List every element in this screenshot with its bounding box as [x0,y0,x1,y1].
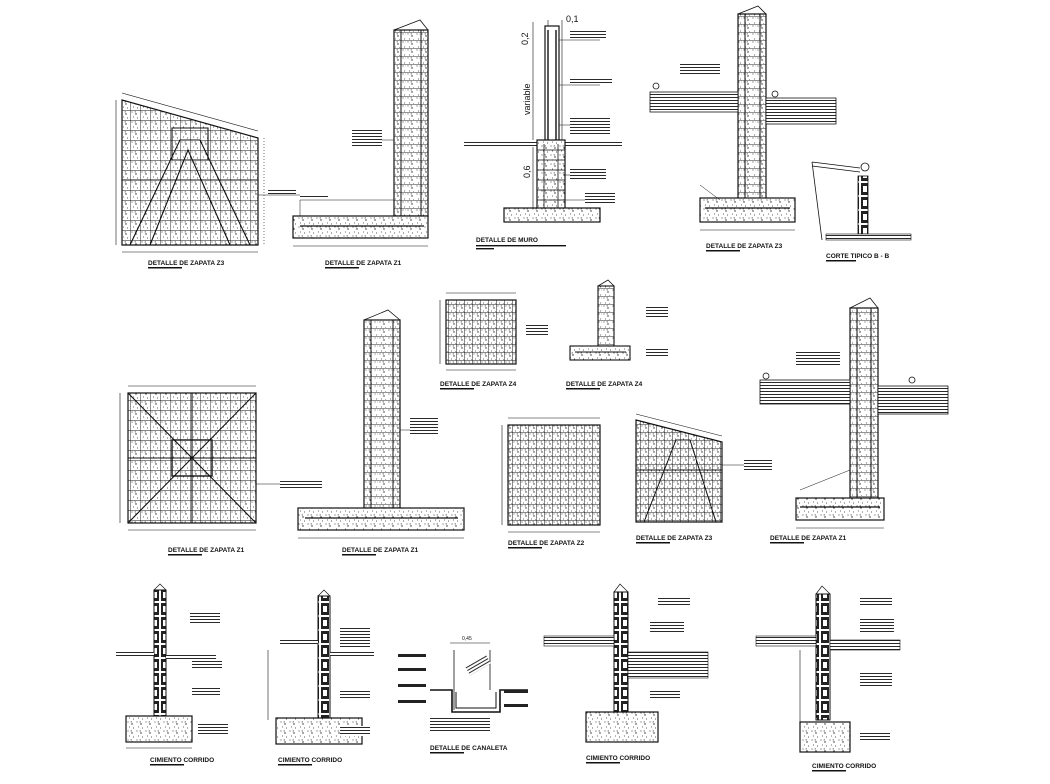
z1-plan-b: DETALLE DE ZAPATA Z1 [119,385,322,556]
z3-section-a: DETALLE DE ZAPATA Z3 [649,5,837,252]
cimiento-corrido-1: CIMIENTO CORRIDO [116,583,228,766]
cimiento-4-title: CIMIENTO CORRIDO [812,763,876,770]
z3-plan-b: DETALLE DE ZAPATA Z3 [635,413,772,544]
dim-045: 0,45 [462,636,472,642]
cimiento-2-title: CIMIENTO CORRIDO [278,757,342,764]
z2-plan: DETALLE DE ZAPATA Z2 [501,417,601,549]
z1-section-b: DETALLE DE ZAPATA Z1 [297,309,465,556]
z1-section-a-title: DETALLE DE ZAPATA Z1 [325,260,402,267]
z1-section-c: DETALLE DE ZAPATA Z1 [759,297,949,544]
z3-section-a-title: DETALLE DE ZAPATA Z3 [706,243,783,250]
muro-section: 0,1 0,2 variable 0,6 DETALLE DE MURO [464,14,622,250]
z3-plan-b-title: DETALLE DE ZAPATA Z3 [636,535,713,542]
dim-02: 0,2 [520,32,530,45]
cimiento-1-title: CIMIENTO CORRIDO [150,757,214,764]
muro-title: DETALLE DE MURO [476,237,538,244]
dim-variable: variable [522,83,532,115]
z4-plan: DETALLE DE ZAPATA Z4 [439,292,548,390]
cimiento-3-title: CIMIENTO CORRIDO [586,755,650,762]
dim-01: 0,1 [566,14,579,24]
cimiento-corrido-3: CIMIENTO CORRIDO [543,583,709,764]
z1-section-c-title: DETALLE DE ZAPATA Z1 [770,535,847,542]
z4-plan-title: DETALLE DE ZAPATA Z4 [440,381,517,388]
canaleta-detail: 0,45 DETALLE DE CANALETA [398,636,528,754]
z2-plan-title: DETALLE DE ZAPATA Z2 [508,540,585,547]
cimiento-corrido-4: CIMIENTO CORRIDO [755,585,901,772]
canaleta-title: DETALLE DE CANALETA [430,745,508,752]
z1-plan-b-title: DETALLE DE ZAPATA Z1 [168,547,245,554]
z3-plan-a: DETALLE DE ZAPATA Z3 [115,92,300,269]
z4-section-title: DETALLE DE ZAPATA Z4 [566,381,643,388]
dim-06: 0,6 [522,165,532,178]
corte-bb: CORTE TIPICO B - B [811,161,912,262]
cimiento-corrido-2: CIMIENTO CORRIDO [267,589,374,766]
z3-plan-a-title: DETALLE DE ZAPATA Z3 [148,260,225,267]
z1-section-b-title: DETALLE DE ZAPATA Z1 [342,547,419,554]
corte-bb-title: CORTE TIPICO B - B [826,253,890,260]
z4-section: DETALLE DE ZAPATA Z4 [566,279,668,390]
z1-section-a: DETALLE DE ZAPATA Z1 [292,19,429,269]
